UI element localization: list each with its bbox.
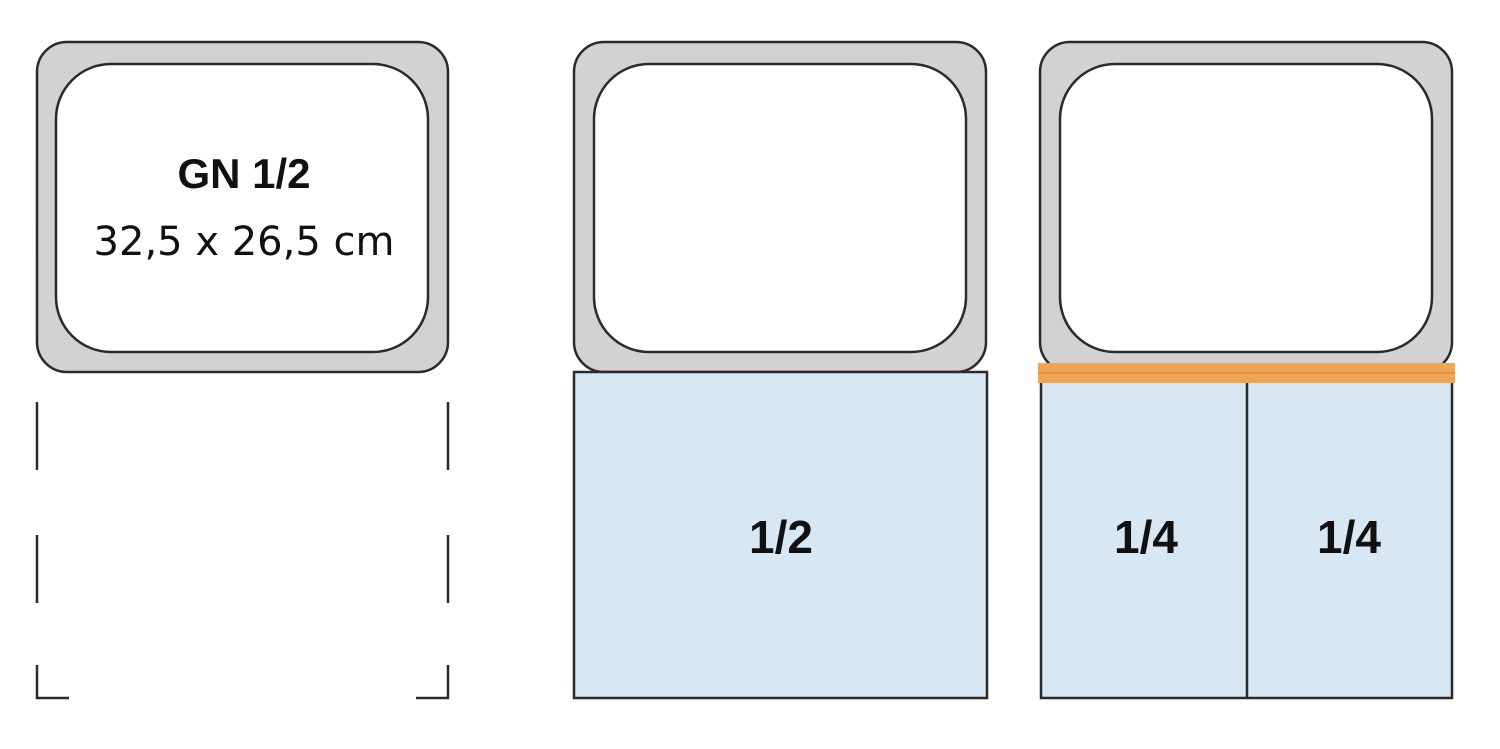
gn-half-with-quarter-sections: 1/4 1/4 bbox=[1038, 40, 1455, 700]
half-section bbox=[572, 370, 989, 700]
quarter-right-label: 1/4 bbox=[1317, 511, 1381, 563]
half-section-label: 1/2 bbox=[749, 511, 813, 563]
gn-half-with-half-section: 1/2 bbox=[572, 40, 989, 700]
empty-slot-outline bbox=[35, 402, 450, 700]
quarter-left-label: 1/4 bbox=[1114, 511, 1178, 563]
gn-half-pan-labeled: GN 1/2 32,5 x 26,5 cm bbox=[35, 40, 450, 374]
pan-well bbox=[1058, 62, 1434, 354]
dash-left-corner bbox=[35, 665, 69, 700]
pan-size-title: GN 1/2 bbox=[177, 150, 310, 197]
dash-right-corner bbox=[416, 665, 450, 700]
pan-dimensions: 32,5 x 26,5 cm bbox=[94, 219, 395, 265]
pan-well bbox=[592, 62, 968, 354]
pan-well bbox=[54, 62, 430, 354]
